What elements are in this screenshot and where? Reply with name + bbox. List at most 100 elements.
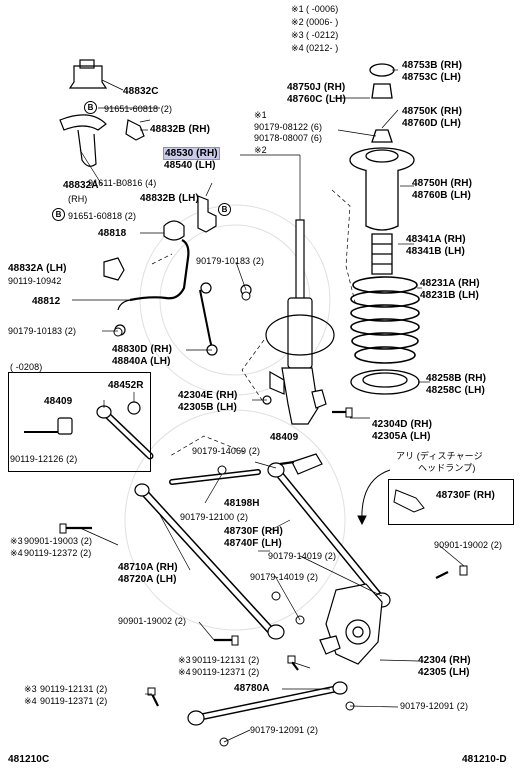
part-48832A-rh[interactable]: 48832A: [63, 180, 99, 191]
part-90179-08122[interactable]: 90179-08122 (6): [254, 122, 323, 132]
part-48730F-rh[interactable]: 48730F (RH): [224, 526, 283, 537]
part-90119-12371-a[interactable]: 90119-12371 (2): [192, 667, 260, 677]
part-48231A-rh[interactable]: 48231A (RH): [420, 278, 480, 289]
part-42305A-lh[interactable]: 42305A (LH): [372, 431, 431, 442]
mark-4-c: ※4: [24, 696, 37, 706]
part-48258B-rh[interactable]: 48258B (RH): [426, 373, 487, 384]
part-48832A-rh-side: (RH): [68, 194, 88, 204]
legend-2-text: (0006- ): [306, 17, 339, 27]
legend-4-mark: ※4: [291, 43, 304, 53]
part-90179-14069[interactable]: 90179-14069 (2): [192, 446, 261, 456]
b-marker-3: B: [52, 208, 65, 221]
part-48818[interactable]: 48818: [98, 228, 127, 239]
part-90179-12091-b[interactable]: 90179-12091 (2): [250, 725, 319, 735]
part-48341A-rh[interactable]: 48341A (RH): [406, 234, 466, 245]
part-48753B-rh[interactable]: 48753B (RH): [402, 60, 463, 71]
mark-3-c: ※3: [24, 684, 37, 694]
part-48540-lh[interactable]: 48540 (LH): [164, 160, 216, 171]
part-48750J-rh[interactable]: 48750J (RH): [287, 82, 346, 93]
part-48760C-lh[interactable]: 48760C (LH): [287, 94, 346, 105]
inset-title-line-1: アリ (ディスチャージ: [396, 451, 483, 461]
part-48198H[interactable]: 48198H: [224, 498, 260, 509]
part-90179-14019-b[interactable]: 90179-14019 (2): [250, 572, 319, 582]
part-48840A-lh[interactable]: 48840A (LH): [112, 356, 171, 367]
footer-right-code: 481210-D: [462, 754, 507, 765]
part-48409[interactable]: 48409: [270, 432, 299, 443]
part-90119-12372[interactable]: 90119-12372 (2): [24, 548, 92, 558]
mark-4-a: ※4: [10, 548, 23, 558]
part-91651-60818-b[interactable]: 91651-60818 (2): [68, 211, 137, 221]
part-48812[interactable]: 48812: [32, 296, 61, 307]
part-48409-box[interactable]: 48409: [44, 396, 73, 407]
stabilizer-assembly: [59, 59, 252, 356]
mark-2: ※2: [254, 145, 267, 155]
part-90179-12091-a[interactable]: 90179-12091 (2): [400, 701, 469, 711]
part-90179-10183-a[interactable]: 90179-10183 (2): [196, 256, 265, 266]
part-90901-19003[interactable]: 90901-19003 (2): [24, 536, 93, 546]
part-42305B-lh[interactable]: 42305B (LH): [178, 402, 237, 413]
inset-box: [388, 479, 514, 525]
subassembly-box: [8, 372, 151, 472]
part-91611-B0816[interactable]: 91611-B0816 (4): [88, 178, 157, 188]
legend-2-mark: ※2: [291, 17, 304, 27]
part-48530-rh[interactable]: 48530 (RH): [163, 147, 220, 160]
b-marker-1: B: [84, 101, 97, 114]
legend-4-text: (0212- ): [306, 43, 339, 53]
footer-left-code: 481210C: [8, 754, 50, 765]
part-90119-12126[interactable]: 90119-12126 (2): [10, 454, 78, 464]
part-90179-12100[interactable]: 90179-12100 (2): [180, 512, 249, 522]
part-48730F-inset[interactable]: 48730F (RH): [436, 490, 495, 501]
part-91651-60818-a[interactable]: 91651-60818 (2): [104, 104, 173, 114]
inset-title-line-2: ヘッドランプ): [418, 463, 476, 473]
part-48231B-lh[interactable]: 48231B (LH): [420, 290, 479, 301]
part-42304E-rh[interactable]: 42304E (RH): [178, 390, 238, 401]
part-48832B-lh[interactable]: 48832B (LH): [140, 193, 199, 204]
part-48760D-lh[interactable]: 48760D (LH): [402, 118, 461, 129]
part-90119-10942[interactable]: 90119-10942: [8, 276, 62, 286]
part-48452R[interactable]: 48452R: [108, 380, 144, 391]
part-48750H-rh[interactable]: 48750H (RH): [412, 178, 473, 189]
part-90178-08007[interactable]: 90178-08007 (6): [254, 133, 323, 143]
b-marker-2: B: [218, 203, 231, 216]
part-42304D-rh[interactable]: 42304D (RH): [372, 419, 433, 430]
part-48832A-lh[interactable]: 48832A (LH): [8, 263, 67, 274]
part-48750K-rh[interactable]: 48750K (RH): [402, 106, 463, 117]
spring-and-mount: [349, 63, 420, 395]
part-48710A-rh[interactable]: 48710A (RH): [118, 562, 178, 573]
mark-3-b: ※3: [178, 655, 191, 665]
legend-3-mark: ※3: [291, 30, 304, 40]
leader-lines: [72, 69, 465, 743]
boxed-arm-assembly: [24, 401, 154, 460]
part-48753C-lh[interactable]: 48753C (LH): [402, 72, 461, 83]
part-42304-rh[interactable]: 42304 (RH): [418, 655, 471, 666]
part-48720A-lh[interactable]: 48720A (LH): [118, 574, 177, 585]
bolts: [59, 291, 468, 747]
part-48740F-lh[interactable]: 48740F (LH): [224, 538, 282, 549]
part-48832B-rh[interactable]: 48832B (RH): [150, 124, 211, 135]
control-arms: [134, 453, 391, 726]
inset-detail: [357, 469, 425, 526]
axle-carrier: [319, 583, 383, 665]
part-90901-19002-b[interactable]: 90901-19002 (2): [118, 616, 187, 626]
mark-1: ※1: [254, 110, 267, 120]
part-42305-lh[interactable]: 42305 (LH): [418, 667, 470, 678]
part-90119-12371-b[interactable]: 90119-12371 (2): [40, 696, 108, 706]
part-48832C[interactable]: 48832C: [123, 86, 159, 97]
part-48830D-rh[interactable]: 48830D (RH): [112, 344, 173, 355]
mark-4-b: ※4: [178, 667, 191, 677]
part-90179-14019-a[interactable]: 90179-14019 (2): [268, 551, 337, 561]
mark-3-a: ※3: [10, 536, 23, 546]
part-90901-19002-a[interactable]: 90901-19002 (2): [434, 540, 503, 550]
part-90119-12131-a[interactable]: 90119-12131 (2): [192, 655, 260, 665]
part-48341B-lh[interactable]: 48341B (LH): [406, 246, 465, 257]
legend-1-text: ( -0006): [306, 4, 339, 14]
legend-3-text: ( -0212): [306, 30, 339, 40]
part-48780A[interactable]: 48780A: [234, 683, 270, 694]
legend-1-mark: ※1: [291, 4, 304, 14]
part-90179-10183-b[interactable]: 90179-10183 (2): [8, 326, 77, 336]
part-48258C-lh[interactable]: 48258C (LH): [426, 385, 485, 396]
part-48760B-lh[interactable]: 48760B (LH): [412, 190, 471, 201]
box-date-range: ( -0208): [10, 362, 43, 372]
part-90119-12131-b[interactable]: 90119-12131 (2): [40, 684, 108, 694]
